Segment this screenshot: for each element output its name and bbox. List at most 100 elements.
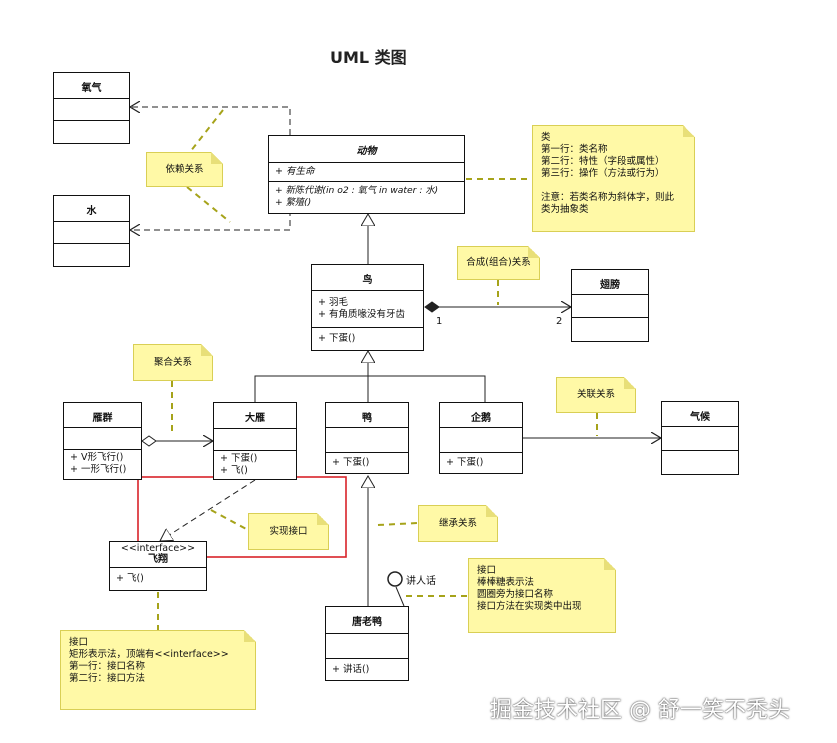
- lollipop-label: 讲人话: [406, 576, 436, 587]
- note-lollipop-line-3: 圆圈旁为接口名称: [477, 589, 554, 600]
- class-donald-duck-op: + 讲话(): [332, 664, 370, 675]
- note-association-text: 关联关系: [576, 389, 615, 400]
- class-animal-name: 动物: [269, 136, 464, 163]
- class-wing-attrs: [572, 295, 648, 318]
- watermark: 掘金技术社区 @ 舒一笑不秃头: [490, 698, 790, 723]
- class-wing-ops: [572, 318, 648, 341]
- class-duck[interactable]: 鸭 + 下蛋(): [325, 402, 409, 474]
- class-duck-name: 鸭: [326, 403, 408, 428]
- class-bird-attr1: + 羽毛: [318, 297, 348, 308]
- class-penguin-op: + 下蛋(): [446, 457, 484, 468]
- note-aggregation: 聚合关系: [133, 344, 213, 381]
- class-flock-name: 雁群: [64, 403, 141, 428]
- note-lollipop-line-2: 棒棒糖表示法: [477, 577, 535, 588]
- class-donald-duck[interactable]: 唐老鸭 + 讲话(): [325, 606, 409, 681]
- class-oxygen-attrs: [54, 99, 129, 121]
- class-goose-op1: + 下蛋(): [220, 453, 258, 464]
- multiplicity-bird: 1: [436, 316, 443, 327]
- class-climate-ops: [662, 451, 738, 474]
- class-bird-ops: + 下蛋(): [312, 328, 423, 350]
- class-flock-ops: + V形飞行() + 一形飞行(): [64, 450, 141, 479]
- class-donald-duck-ops: + 讲话(): [326, 659, 408, 680]
- class-flock-attrs: [64, 428, 141, 450]
- note-lollipop: 接口 棒棒糖表示法 圆圈旁为接口名称 接口方法在实现类中出现: [468, 558, 616, 633]
- lollipop-stem: [395, 586, 405, 607]
- note-lollipop-line-4: 接口方法在实现类中出现: [477, 601, 582, 612]
- interface-fly-header: <<interface>> 飞翔: [110, 542, 206, 568]
- goose-fly-realization: [160, 479, 256, 541]
- class-goose-attrs: [214, 429, 296, 451]
- class-animal[interactable]: 动物 + 有生命 + 新陈代谢(in o2 : 氧气 in water : 水)…: [268, 135, 465, 214]
- note-interface-line-2: 矩形表示法，顶端有<<interface>>: [69, 649, 229, 660]
- class-penguin-attrs: [440, 428, 522, 453]
- note-class-line-1: 类: [541, 132, 551, 143]
- interface-fly-name: 飞翔: [148, 554, 168, 565]
- class-flock-op2: + 一形飞行(): [70, 464, 127, 475]
- note-aggregation-text: 聚合关系: [153, 356, 192, 368]
- dependency-oxygen-line: [130, 107, 291, 135]
- class-climate[interactable]: 气候: [661, 401, 739, 475]
- class-bird[interactable]: 鸟 + 羽毛 + 有角质喙没有牙齿 + 下蛋(): [311, 264, 424, 351]
- class-bird-attrs: + 羽毛 + 有角质喙没有牙齿: [312, 291, 423, 328]
- note-class-line-2: 第一行：类名称: [541, 144, 608, 155]
- children-bird-inheritance: [254, 351, 486, 402]
- class-bird-name: 鸟: [312, 265, 423, 291]
- class-climate-name: 气候: [662, 402, 738, 427]
- note-interface-line-3: 第一行：接口名称: [69, 661, 146, 672]
- class-wing[interactable]: 翅膀: [571, 269, 649, 342]
- class-oxygen-ops: [54, 121, 129, 143]
- class-water-ops: [54, 244, 129, 266]
- class-oxygen[interactable]: 氧气: [53, 72, 130, 144]
- note-interface: 接口 矩形表示法，顶端有<<interface>> 第一行：接口名称 第二行：接…: [60, 630, 256, 710]
- note-lollipop-line-1: 接口: [477, 565, 497, 576]
- interface-stereotype: <<interface>>: [120, 543, 196, 554]
- note-realization-text: 实现接口: [269, 525, 308, 537]
- class-animal-op2: + 繁殖(): [275, 197, 312, 208]
- class-animal-op1: + 新陈代谢(in o2 : 氧气 in water : 水): [275, 185, 439, 196]
- note-inheritance-text: 继承关系: [438, 517, 477, 529]
- class-penguin-ops: + 下蛋(): [440, 453, 522, 473]
- class-water-name: 水: [54, 196, 129, 222]
- note-dependency: 依赖关系: [146, 152, 223, 187]
- multiplicity-wing: 2: [556, 316, 563, 327]
- note-realization: 实现接口: [248, 513, 329, 550]
- class-duck-ops: + 下蛋(): [326, 453, 408, 473]
- class-donald-duck-attrs: [326, 634, 408, 659]
- class-penguin-name: 企鹅: [440, 403, 522, 428]
- class-water-attrs: [54, 222, 129, 244]
- class-penguin[interactable]: 企鹅 + 下蛋(): [439, 402, 523, 474]
- class-water[interactable]: 水: [53, 195, 130, 267]
- dependency-water-line: [130, 210, 291, 230]
- class-bird-attr2: + 有角质喙没有牙齿: [318, 309, 405, 320]
- note-class-line-5: [541, 180, 686, 192]
- class-flock[interactable]: 雁群 + V形飞行() + 一形飞行(): [63, 402, 142, 480]
- class-climate-attrs: [662, 427, 738, 451]
- interface-fly-op: + 飞(): [116, 573, 144, 584]
- class-goose[interactable]: 大雁 + 下蛋() + 飞(): [213, 402, 297, 480]
- note-class-line-6: 注意：若类名称为斜体字，则此: [541, 192, 675, 203]
- note-association: 关联关系: [556, 377, 636, 413]
- class-flock-op1: + V形飞行(): [70, 452, 124, 463]
- note-leaders: [157, 109, 598, 630]
- note-class-line-3: 第二行：特性（字段或属性）: [541, 156, 665, 167]
- diagram-title: UML 类图: [330, 48, 407, 67]
- class-wing-name: 翅膀: [572, 270, 648, 295]
- class-donald-duck-name: 唐老鸭: [326, 607, 408, 634]
- class-animal-attr: + 有生命: [275, 166, 315, 177]
- note-composition: 合成(组合)关系: [457, 246, 540, 280]
- class-bird-op: + 下蛋(): [318, 333, 356, 344]
- class-animal-attrs: + 有生命: [269, 163, 464, 182]
- note-class-explanation: 类 第一行：类名称 第二行：特性（字段或属性） 第三行：操作（方法或行为） 注意…: [532, 125, 695, 232]
- class-animal-ops: + 新陈代谢(in o2 : 氧气 in water : 水) + 繁殖(): [269, 182, 464, 213]
- note-interface-line-1: 接口: [69, 637, 89, 648]
- lollipop-circle: [387, 571, 403, 587]
- note-class-line-4: 第三行：操作（方法或行为）: [541, 168, 665, 179]
- interface-fly[interactable]: <<interface>> 飞翔 + 飞(): [109, 541, 207, 591]
- class-duck-op: + 下蛋(): [332, 457, 370, 468]
- note-inheritance: 继承关系: [418, 505, 498, 542]
- class-goose-op2: + 飞(): [220, 465, 248, 476]
- class-goose-name: 大雁: [214, 403, 296, 429]
- note-class-line-7: 类为抽象类: [541, 204, 589, 215]
